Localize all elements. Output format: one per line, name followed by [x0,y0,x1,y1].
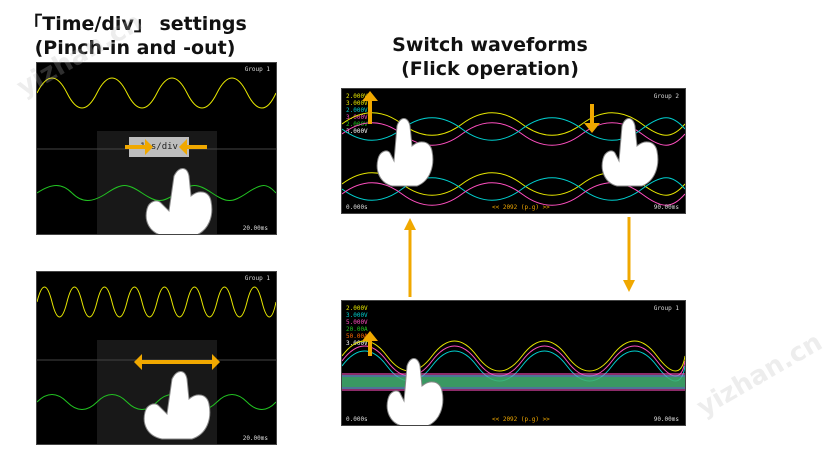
end-time-readout: 90.00ms [653,416,679,423]
time-div-overlay[interactable]: 1ms/div [129,137,189,157]
time-readout: 20.00ms [242,225,268,232]
start-time-readout: 0.000s [346,204,368,211]
start-time-readout: 0.000s [346,416,368,423]
hand-icon [376,118,434,187]
channel-readouts: 2.000V 3.000V 2.000V 3.000V 2.000V 3.000… [346,93,368,135]
scope-screen-pinch[interactable]: Group 1 1ms/div 20.00ms [36,62,277,235]
watermark-right: yizhan.cn [691,327,827,423]
group-label: Group 1 [244,275,270,282]
flick-up-arrow-icon [362,331,378,356]
hand-icon [386,358,444,425]
scope-screen-group1[interactable]: Group 1 2.000V 3.000V 5.000V 20.00A 50.0… [341,300,686,426]
up-connector-arrow-icon [404,218,416,297]
heading-switch-waveforms: Switch waveforms (Flick operation) [392,34,588,80]
group-label: Group 1 [653,305,679,312]
channel-readouts: 2.000V 3.000V 5.000V 20.00A 50.00A 3.000… [346,305,368,347]
flick-up-arrow-icon [362,91,600,133]
scope-screen-group2[interactable]: Group 2 2.000V 3.000V 2.000V 3.000V 2.00… [341,88,686,214]
scope-screen-zoom[interactable]: Group 1 20.00ms [36,271,277,445]
group-label: Group 2 [653,93,679,100]
hand-icon [143,371,211,440]
down-connector-arrow-icon [623,217,635,292]
time-readout: 20.00ms [242,435,268,442]
hand-icon [145,168,213,234]
end-time-readout: 90.00ms [653,204,679,211]
heading-time-div: 「Time/div」 settings (Pinch-in and -out) [23,13,247,59]
pinch-arrows-icon [125,139,207,155]
group-label: Group 1 [244,66,270,73]
hand-icon [601,118,659,187]
page-nav[interactable]: << 2092 (p.g) >> [492,416,550,423]
page-nav[interactable]: << 2092 (p.g) >> [492,204,550,211]
drag-arrows-icon [134,354,220,370]
